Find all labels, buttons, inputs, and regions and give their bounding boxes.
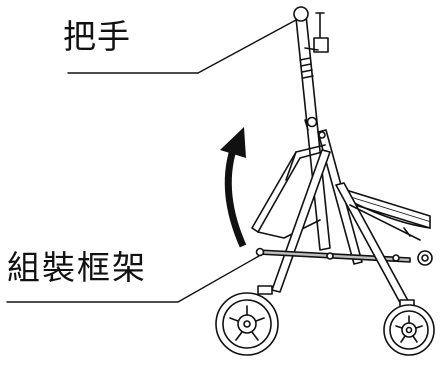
curved-up-arrow-icon <box>220 127 247 248</box>
front-wheel <box>383 299 435 356</box>
handle-post <box>293 6 331 251</box>
folding-frame-brace <box>255 247 411 263</box>
handle-label: 把手 <box>63 17 131 56</box>
frame-leader-line <box>6 251 267 303</box>
rear-wheel <box>215 285 279 356</box>
folding-frame-label: 組裝框架 <box>7 248 147 287</box>
front-leg <box>335 182 433 311</box>
front-post <box>317 129 363 265</box>
handle-leader-line <box>67 19 297 74</box>
rear-leg <box>271 149 331 293</box>
basket-frame <box>251 144 327 239</box>
